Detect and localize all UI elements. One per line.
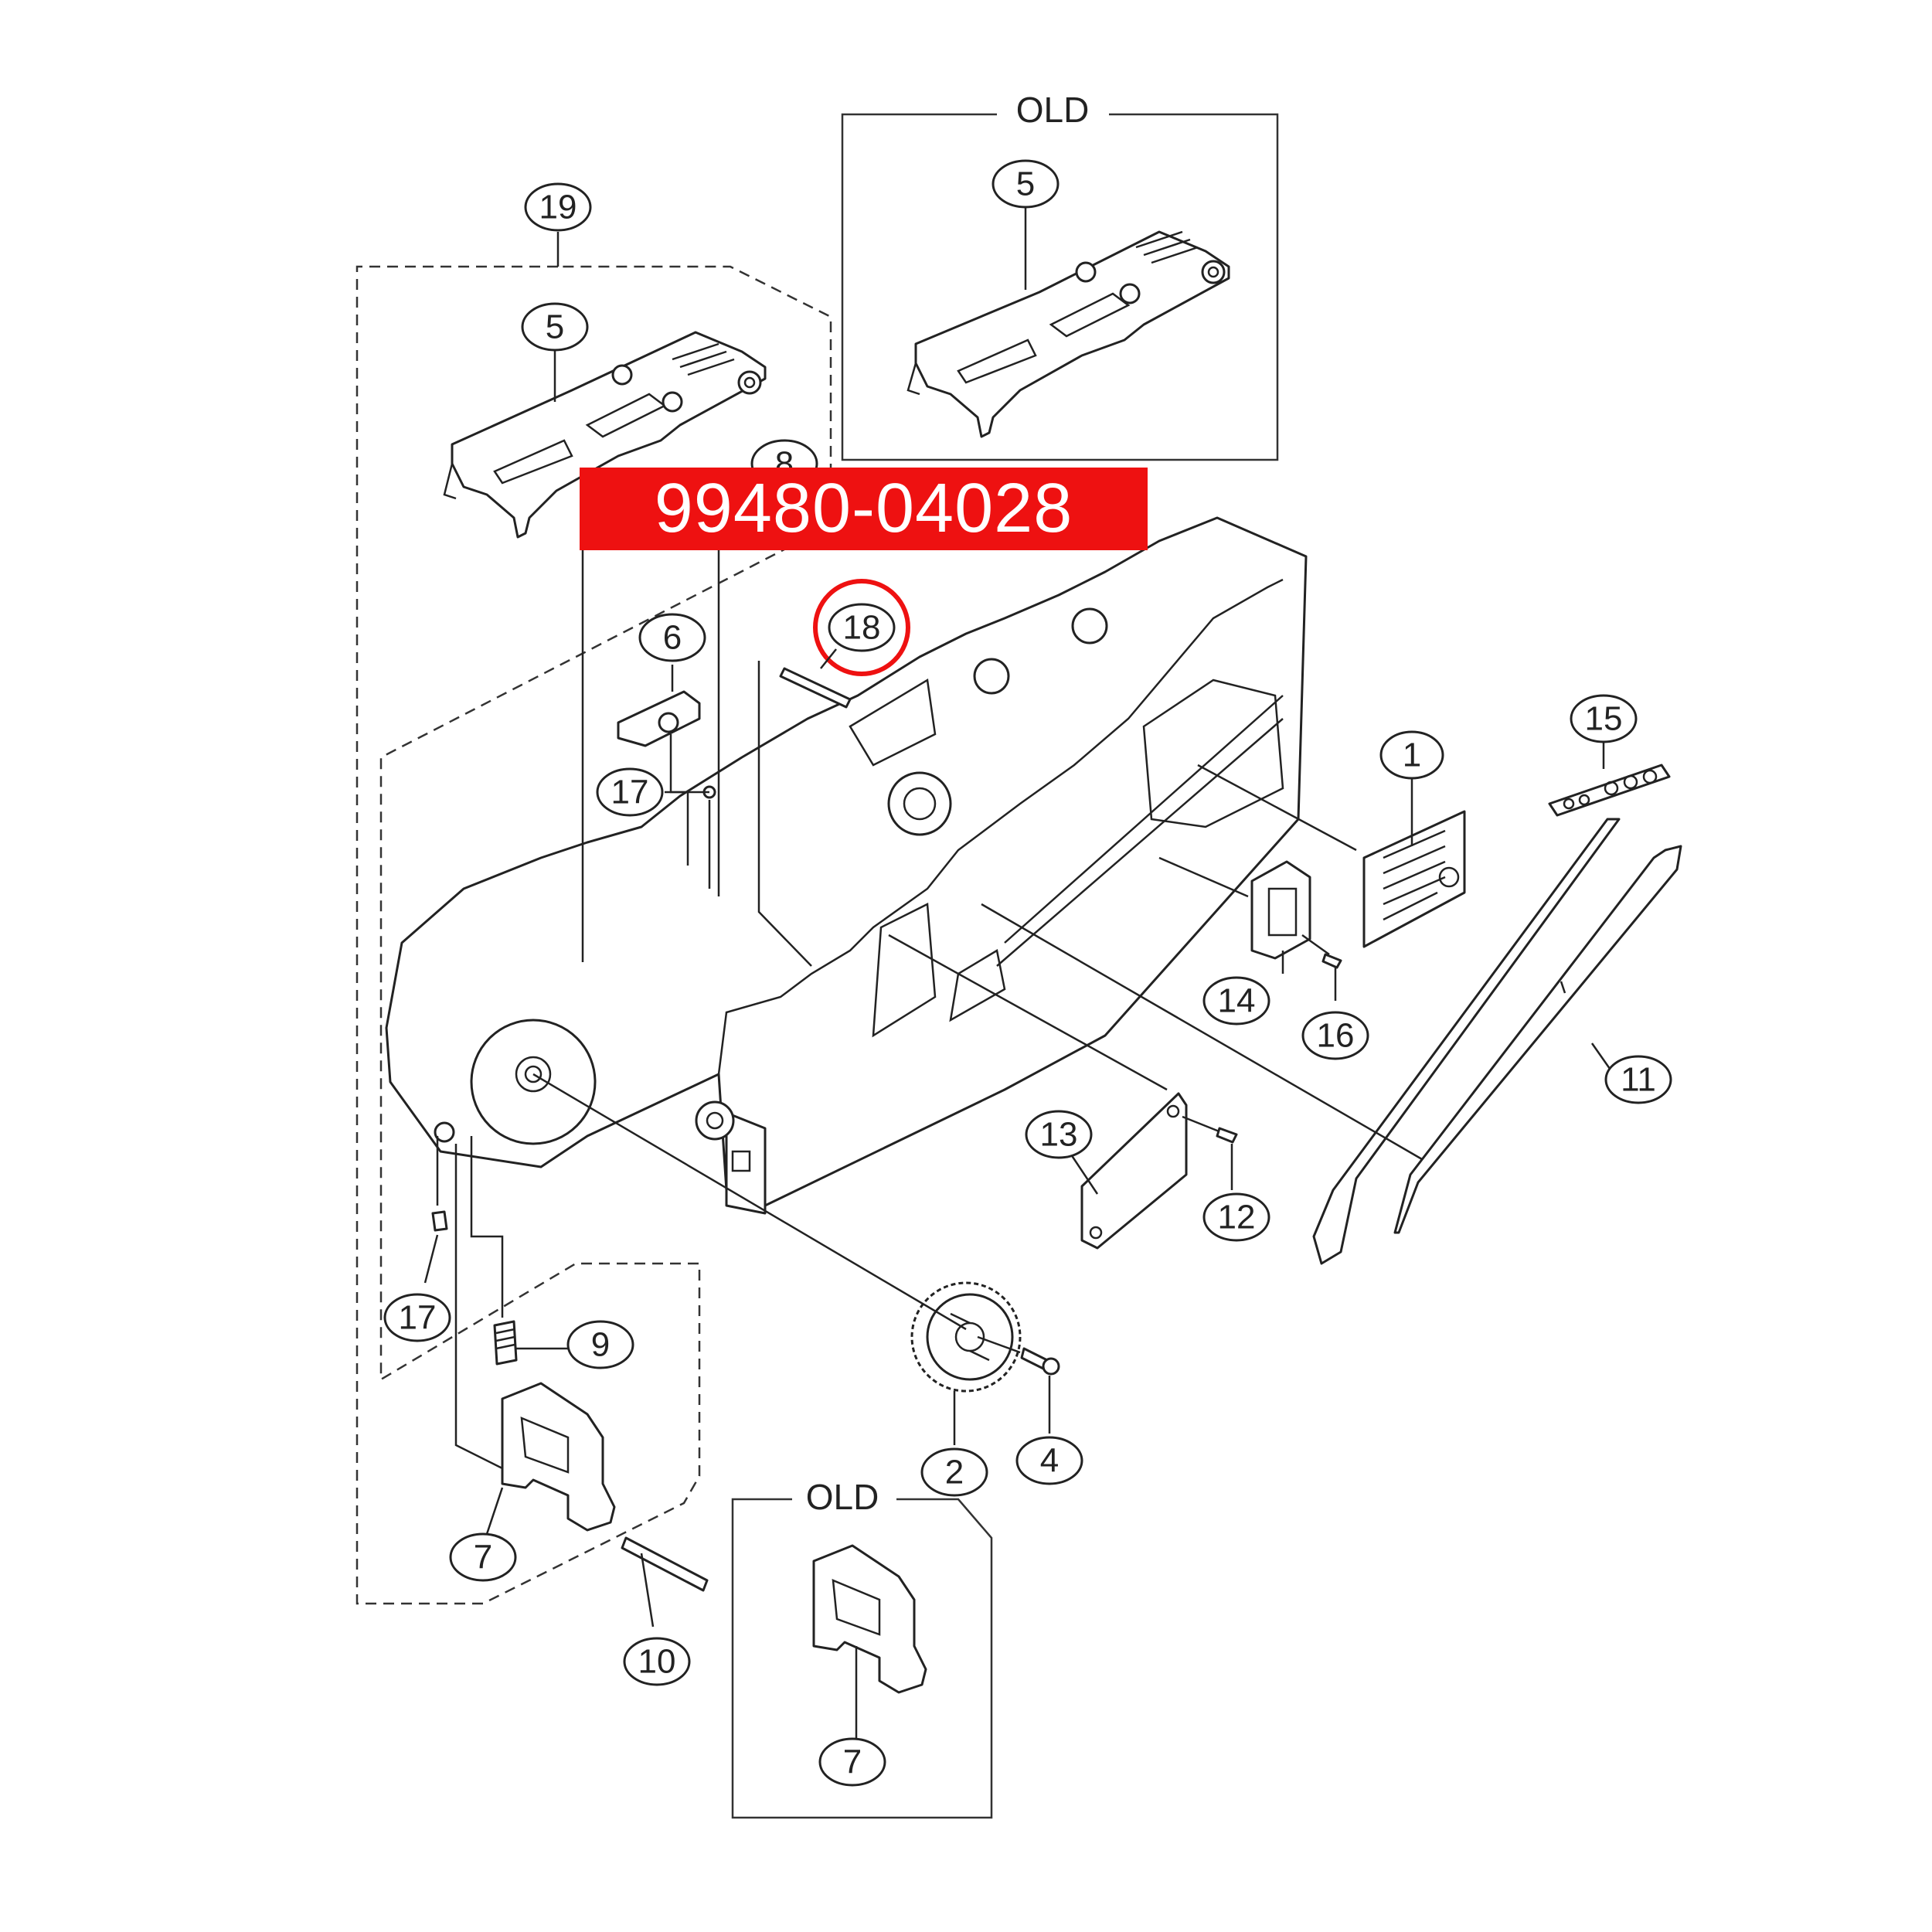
callout-4: 4 [1015,1436,1083,1485]
strip-part-15 [1548,764,1671,817]
callout-16: 16 [1301,1011,1369,1060]
sprocket-part-2 [910,1281,1022,1393]
callout-14: 14 [1202,976,1270,1026]
svg-text:4: 4 [1040,1442,1059,1480]
body-sprocket [434,1019,735,1145]
callout-15: 15 [1570,694,1638,743]
highlight-circle [813,579,910,676]
cover-part-old [906,230,1230,438]
svg-text:11: 11 [1621,1061,1656,1099]
svg-text:9: 9 [591,1326,610,1364]
svg-text:5: 5 [1016,165,1035,203]
part-number-text: 99480-04028 [654,470,1073,547]
bracket-part-14 [1250,860,1311,960]
spring-part-9 [493,1320,518,1366]
callout-2: 2 [920,1447,988,1497]
svg-text:18: 18 [843,609,881,647]
feeder-main-body [385,516,1308,1215]
part-6 [617,690,701,747]
callout-17-bottom: 17 [383,1293,451,1342]
svg-text:10: 10 [638,1643,676,1681]
callout-5-assy: 5 [521,302,589,352]
callout-6: 6 [638,613,706,662]
label-plate-part-1 [1362,810,1466,948]
callout-18: 18 [828,603,896,652]
old-frame-bottom-title: OLD [806,1477,879,1517]
holder-part-7-assy [501,1382,616,1532]
svg-text:5: 5 [546,308,564,346]
svg-text:12: 12 [1218,1199,1256,1236]
svg-text:19: 19 [539,189,577,226]
callout-17-top: 17 [596,767,664,817]
svg-text:17: 17 [611,774,649,811]
old-frame-bottom: OLD [731,1477,993,1819]
svg-text:15: 15 [1585,700,1623,738]
svg-text:7: 7 [474,1539,492,1577]
svg-text:2: 2 [945,1454,964,1492]
screw-part-4 [1020,1347,1060,1376]
callout-5-old: 5 [992,159,1060,209]
part-number-banner: 99480-04028 [580,468,1148,550]
old-frame-top: OLD [841,90,1279,461]
svg-text:6: 6 [663,619,682,657]
callout-13: 13 [1025,1110,1093,1159]
pin-part-18 [779,667,852,709]
svg-text:1: 1 [1403,736,1421,774]
callout-11: 11 [1604,1055,1672,1104]
svg-text:17: 17 [399,1299,437,1337]
old-frame-top-title: OLD [1016,90,1090,130]
callout-10: 10 [623,1637,691,1686]
callout-7-old: 7 [818,1737,886,1787]
guide-part-15-tail [1312,818,1621,1265]
callout-7-assy: 7 [449,1532,517,1582]
svg-text:7: 7 [843,1743,862,1781]
cover-plate-part-13 [1080,1092,1188,1250]
guide-part-11 [1393,845,1682,1234]
callout-12: 12 [1202,1192,1270,1242]
holder-part-7-old [812,1544,927,1694]
cover-part-assy [443,331,767,539]
svg-text:16: 16 [1317,1017,1355,1055]
pin-part-10 [621,1536,709,1592]
callout-1: 1 [1379,730,1444,780]
svg-text:14: 14 [1218,982,1256,1020]
callout-19: 19 [524,182,592,232]
callout-9: 9 [566,1320,634,1369]
svg-text:13: 13 [1040,1116,1078,1154]
